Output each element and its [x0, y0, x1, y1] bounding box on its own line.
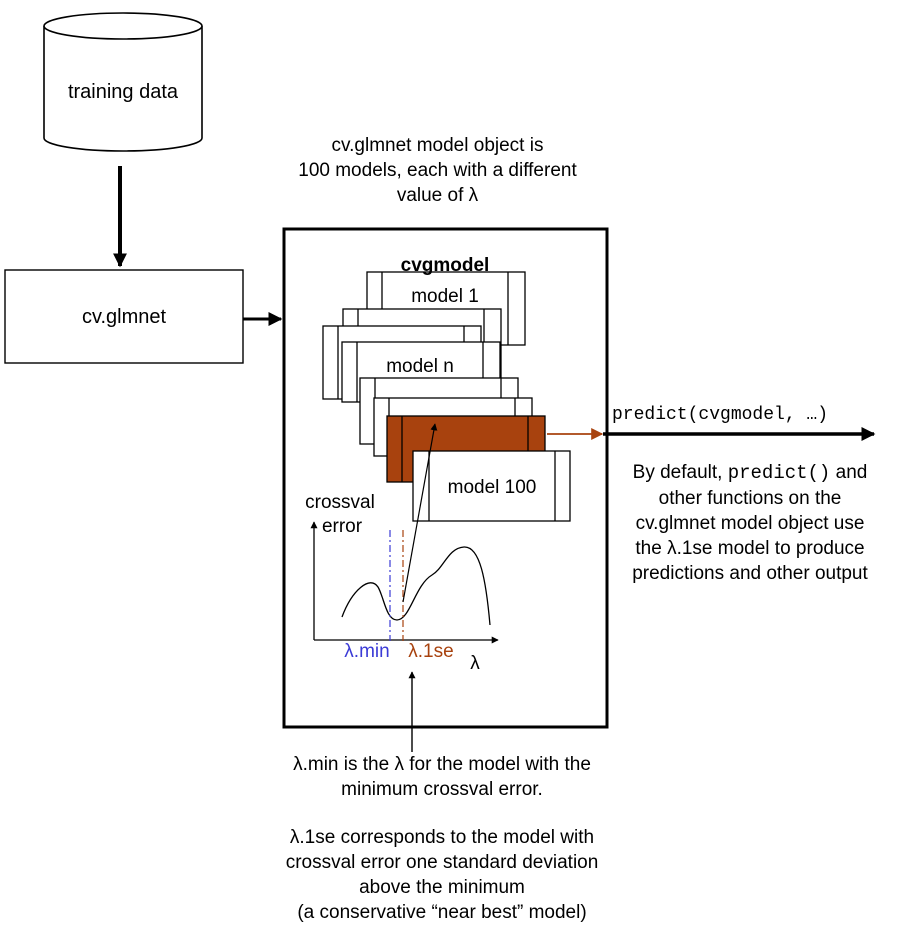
training-data-label: training data	[67, 81, 179, 103]
bottom-note: λ.min is the λ for the model with the mi…	[246, 752, 638, 925]
note-line-6: (a conservative “near best” model)	[297, 902, 587, 923]
predict-description: By default, predict() and other function…	[606, 460, 894, 586]
arrow-1se-to-model	[402, 423, 438, 603]
lambda-1se-label: λ.1se	[408, 641, 454, 662]
crossval-curve	[341, 546, 491, 626]
model-stack	[322, 271, 571, 522]
predict-desc-line-4: the λ.1se model to produce	[635, 538, 865, 559]
cvglmnet-label: cv.glmnet	[81, 306, 167, 328]
model-100-label: model 100	[447, 477, 537, 498]
cvglmnet-box	[4, 269, 244, 364]
model-n-label: model n	[386, 356, 454, 377]
model-card-last	[412, 450, 571, 522]
note-line-4: crossval error one standard deviation	[285, 852, 599, 873]
cvgmodel-title: cvgmodel	[400, 255, 490, 276]
crossval-plot	[310, 423, 499, 644]
caption-line-3: value of λ	[396, 185, 479, 206]
predict-desc-line-1: By default, predict() and	[632, 462, 868, 484]
caption-line-1: cv.glmnet model object is	[331, 135, 544, 156]
predict-desc-line-5: predictions and other output	[632, 563, 868, 584]
note-line-2: minimum crossval error.	[341, 779, 543, 800]
model-1-label: model 1	[411, 286, 479, 307]
predict-desc-line-3: cv.glmnet model object use	[635, 513, 865, 534]
note-line-1: λ.min is the λ for the model with the	[293, 754, 591, 775]
predict-call: predict(cvgmodel, …)	[612, 405, 829, 425]
caption-line-2: 100 models, each with a different	[298, 160, 577, 181]
plot-xlabel: λ	[470, 653, 480, 674]
plot-ylabel-2: error	[321, 516, 363, 537]
lambda-min-label: λ.min	[344, 641, 390, 662]
plot-ylabel-1: crossval	[305, 492, 375, 513]
model-object-caption: cv.glmnet model object is 100 models, ea…	[255, 133, 620, 208]
note-line-3: λ.1se corresponds to the model with	[289, 827, 595, 848]
training-data-cylinder	[43, 12, 203, 152]
predict-desc-line-2: other functions on the	[658, 488, 842, 509]
note-line-5: above the minimum	[359, 877, 525, 898]
